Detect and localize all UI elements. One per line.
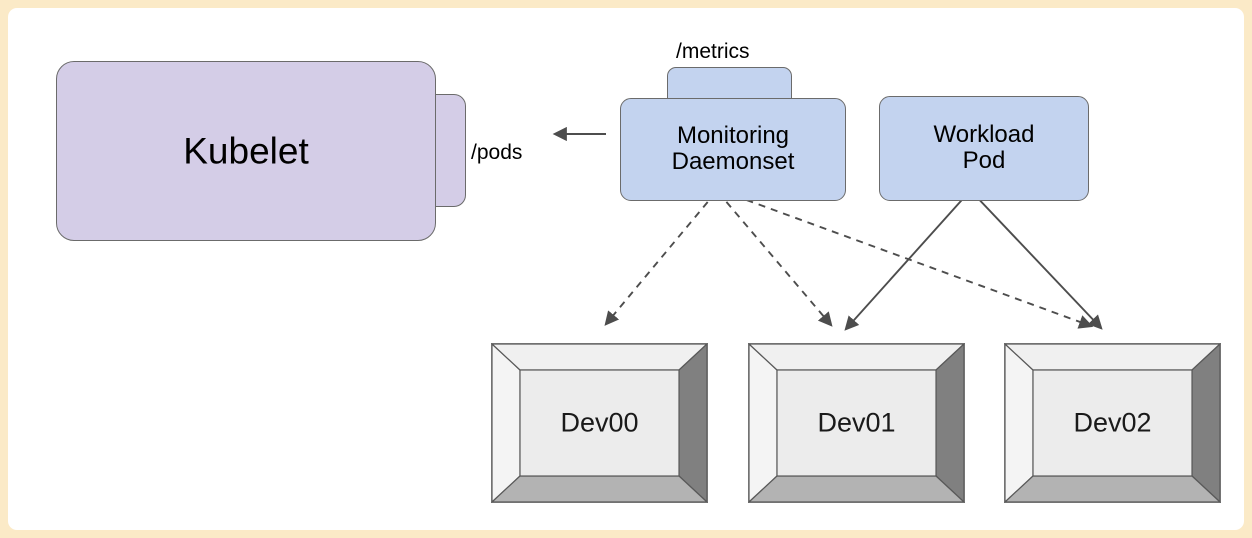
node-monitoring-daemonset[interactable]: Monitoring Daemonset <box>620 98 846 201</box>
edge-workload-to-dev02 <box>971 191 1103 330</box>
device-frame-shape <box>491 343 708 503</box>
monitoring-daemonset-label: Monitoring Daemonset <box>671 121 795 176</box>
edge-monitoring-to-dev01 <box>717 191 833 327</box>
node-kubelet[interactable]: Kubelet <box>56 61 436 241</box>
pods-endpoint-label: /pods <box>471 141 523 164</box>
device-frame-shape <box>1004 343 1221 503</box>
device-dev01[interactable]: Dev01 <box>748 343 965 503</box>
edge-monitoring-to-dev00 <box>604 191 717 326</box>
diagram-canvas: Kubelet /pods /metrics Monitoring Daemon… <box>8 8 1244 530</box>
edge-workload-to-dev01 <box>844 191 970 331</box>
metrics-endpoint-label: /metrics <box>676 40 750 63</box>
device-frame-shape <box>748 343 965 503</box>
workload-pod-label: Workload Pod <box>933 120 1035 175</box>
edge-monitoring-to-dev02 <box>721 190 1094 329</box>
node-workload-pod[interactable]: Workload Pod <box>879 96 1089 201</box>
device-dev00[interactable]: Dev00 <box>491 343 708 503</box>
device-dev02[interactable]: Dev02 <box>1004 343 1221 503</box>
kubelet-label: Kubelet <box>183 130 309 172</box>
